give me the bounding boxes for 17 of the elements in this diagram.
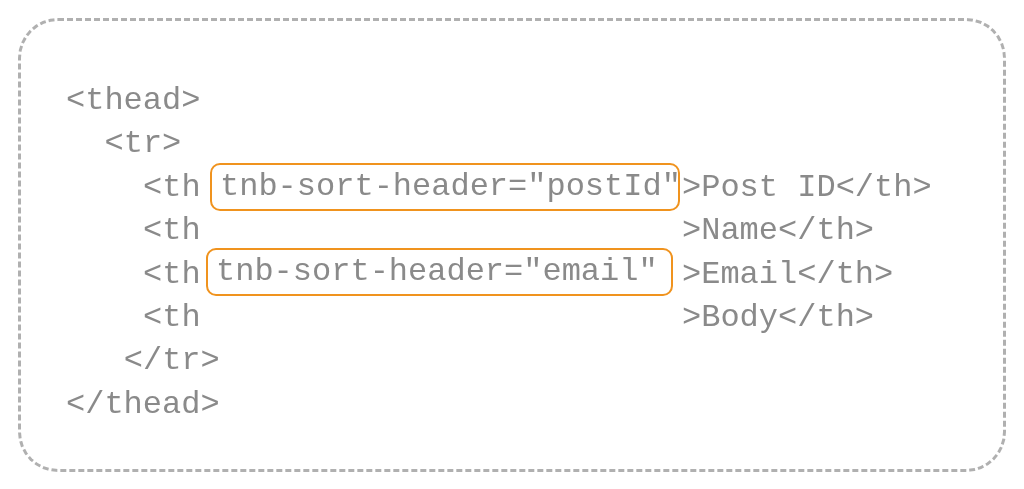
code-text: <tr> bbox=[104, 124, 182, 165]
code-text: <th bbox=[143, 298, 201, 338]
code-text: </tr> bbox=[123, 341, 220, 382]
highlight-box bbox=[210, 163, 680, 211]
code-attribute: tnb-sort-header="email" bbox=[216, 252, 658, 292]
code-frame bbox=[18, 18, 1006, 472]
code-text: >Email</th> bbox=[682, 254, 894, 295]
highlight-box bbox=[206, 248, 673, 296]
code-text: <th bbox=[143, 254, 201, 295]
code-text: <th bbox=[143, 167, 201, 208]
code-text: </thead> bbox=[66, 384, 220, 425]
code-text: <th bbox=[143, 211, 201, 252]
code-text: >Body</th> bbox=[682, 298, 875, 338]
code-text: >Post ID</th> bbox=[682, 167, 932, 208]
code-text: >Name</th> bbox=[682, 211, 875, 252]
code-attribute: tnb-sort-header="postId" bbox=[220, 167, 681, 207]
code-text: <thead> bbox=[66, 81, 201, 121]
